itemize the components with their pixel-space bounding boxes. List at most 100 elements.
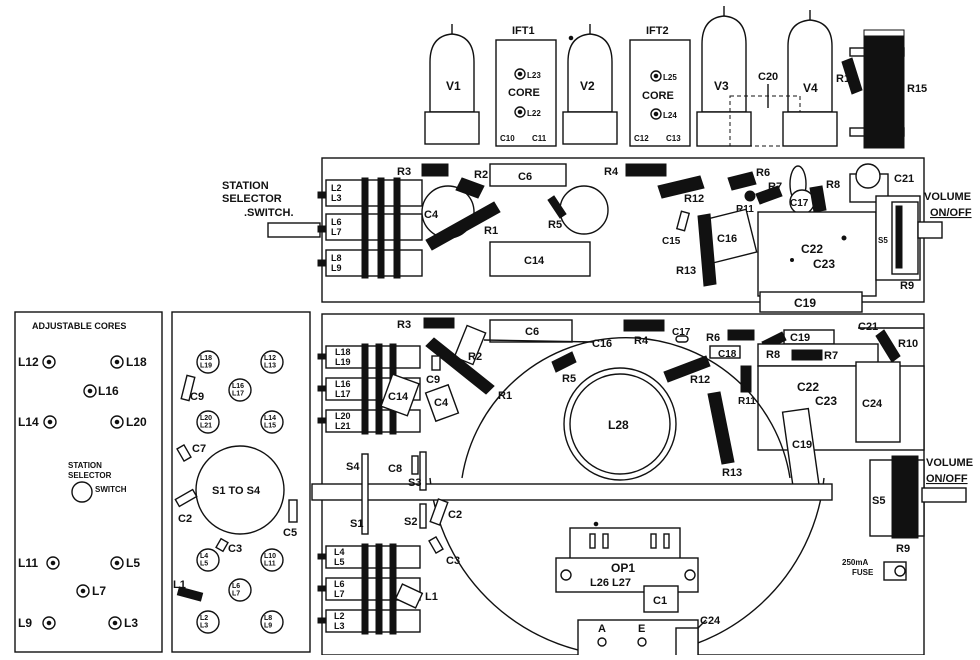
core-l20-label: L20 [126,415,147,429]
bot-c15-label: C17 [672,327,691,338]
sw-c3-label: C3 [228,543,242,555]
bot-r8-label: R8 [766,349,780,361]
bottom-r1: R1 [425,337,512,402]
bot-c2-label: C2 [448,509,462,521]
bottom-r10: R10 [875,329,918,363]
top-c14-label: C14 [524,255,545,267]
core-l16-label: L16 [98,384,119,398]
station-selector-label-3: .SWITCH. [244,207,294,219]
sw-c2-label: C2 [178,513,192,525]
top-c16-label: C16 [717,233,737,245]
bot-c8-label: C9 [426,374,440,386]
core-l7-label: L7 [92,584,106,598]
capacitor-c20: C20 [729,71,801,147]
core-l5-label: L5 [126,556,140,570]
top-r1: R1 [425,201,501,251]
top-r5: R5 [547,185,609,235]
top-r6: R6 [727,167,770,191]
bot-s2-label: S2 [404,516,417,528]
bot-c6-label: C6 [525,326,539,338]
sw-center-label: S1 TO S4 [212,485,261,497]
bot-r7-label: R7 [824,350,838,362]
top-r6-label: R6 [756,167,770,179]
core-l9-label: L9 [18,616,32,630]
c20-label: C20 [758,71,778,83]
top-c15: C15 [662,210,691,247]
station-selector-label-1: STATION [222,180,269,192]
bot-c16-label: C18 [718,349,737,360]
top-c15-label: C15 [662,236,681,247]
bottom-c9: C14 [380,373,420,417]
top-r12: R12 [657,175,705,205]
ift2-cap-right: C13 [666,134,681,143]
sw-l1-label: L1 [173,579,186,591]
top-r7-label: R8 [826,179,840,191]
volume-on-off-top: VOLUME ON/OFF [924,191,972,219]
bot-r13-label: R13 [722,467,742,479]
bot-c1-label: C1 [653,595,667,607]
top-c17: C17 [789,189,815,215]
bot-r4-label: R4 [634,335,649,347]
bot-c17-label: C19 [792,439,812,451]
bottom-c4: C4 [424,383,460,423]
bot-r2-label: R2 [468,351,482,363]
top-c4-label: C4 [424,209,439,221]
top-r2: R2 [455,169,488,199]
bottom-c16: C18 [709,345,741,360]
ift1-coil-top: L23 [527,71,541,80]
bot-r11-label: R11 [738,396,756,407]
ift1-cap-right: C11 [532,134,547,143]
core-l18-label: L18 [126,355,147,369]
bottom-volume-switch: S5 R9 [869,455,967,555]
top-r7: R8 [809,179,840,213]
top-c21: C19 [759,291,863,313]
op1-label: OP1 [611,561,635,575]
bottom-r11: R11 [738,365,756,407]
volume-top-label-2: ON/OFF [930,207,972,219]
fuse: 250mA FUSE [842,558,907,581]
top-r13-label: R13 [676,265,696,277]
top-volume-switch: S5 R9 [875,195,943,292]
bot-c9-label: C14 [388,391,409,403]
terminal-e-label: E [638,623,645,635]
cores-switch-label-2: SELECTOR [68,471,112,480]
top-c16: C16 [702,208,758,264]
top-r5-label: R5 [548,219,562,231]
bot-c7-label: C8 [388,463,402,475]
valve-v2-label: V2 [580,79,595,93]
adjustable-cores-panel: ADJUSTABLE CORES L12 L18 L16 L14 L20 STA… [14,311,163,653]
valve-v4: V4 [782,10,838,147]
ift2-title: IFT2 [646,25,669,37]
ift1-can: IFT1 L23 CORE L22 C10 C11 [495,25,557,147]
top-r12-label: R12 [684,193,704,205]
top-c19-label: C21 [894,173,914,185]
r14-label: R14 [836,73,857,85]
bottom-c6: C6 [489,319,573,343]
core-l3-label: L3 [124,616,138,630]
sw-c7-label: C7 [192,443,206,455]
bot-c3-label: C3 [446,555,460,567]
bottom-c21: C21 [858,321,924,333]
valve-v3-label: V3 [714,79,729,93]
bottom-r3: R3 [397,317,455,331]
bot-s3-label: S3 [408,477,421,489]
bot-c22-label: C22 [797,380,819,394]
valve-v2: V2 [562,24,618,145]
bottom-r6: R6 [706,329,755,344]
bot-r6-label: R6 [706,332,720,344]
fuse-label-1: 250mA [842,558,868,567]
bot-c19-label: C24 [862,398,883,410]
bottom-c14: C16 [483,338,612,350]
bot-r10-label: R10 [898,338,918,350]
